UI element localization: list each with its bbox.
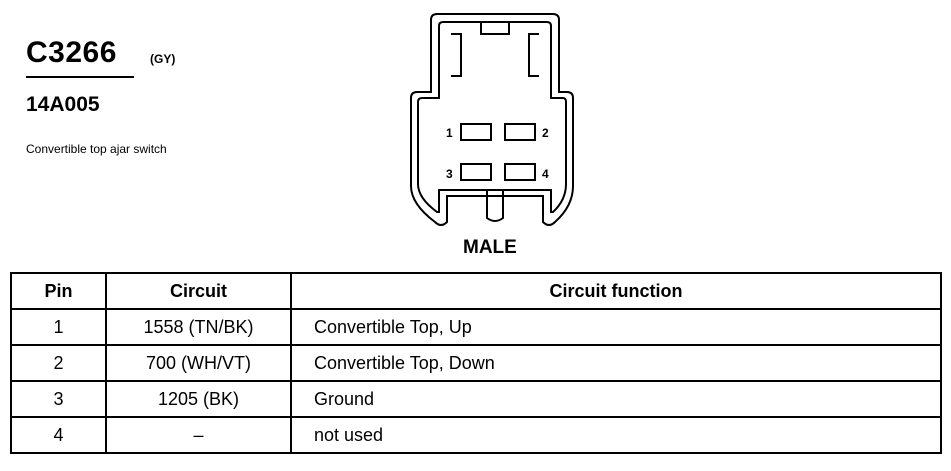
header-circuit-function: Circuit function: [290, 272, 942, 310]
title-rule: [26, 76, 134, 78]
cell-pin: 2: [10, 344, 107, 382]
housing-inner: [417, 21, 567, 213]
cell-pin: 3: [10, 380, 107, 418]
cavity-4: [504, 163, 536, 181]
terminal-cavities: [460, 123, 536, 181]
pin-label-2: 2: [542, 126, 549, 140]
cell-function: Ground: [290, 380, 942, 418]
latch-tab: [480, 21, 510, 35]
header-circuit: Circuit: [105, 272, 292, 310]
cell-circuit: 1205 (BK): [105, 380, 292, 418]
table-row: 2 700 (WH/VT) Convertible Top, Down: [10, 344, 942, 382]
lock-slot-right: [528, 33, 539, 77]
table-row: 1 1558 (TN/BK) Convertible Top, Up: [10, 308, 942, 346]
pin-label-3: 3: [446, 167, 453, 181]
connector-description: Convertible top ajar switch: [26, 142, 167, 156]
connector-housing: [410, 13, 574, 226]
table-row: 4 – not used: [10, 416, 942, 454]
cell-pin: 1: [10, 308, 107, 346]
part-number: 14A005: [26, 93, 100, 116]
connector-id: C3266: [26, 36, 117, 69]
pin-table: Pin Circuit Circuit function 1 1558 (TN/…: [10, 272, 942, 454]
connector-face-diagram: 1 2 3 4: [410, 13, 574, 226]
cavity-1: [460, 123, 492, 141]
cavity-3: [460, 163, 492, 181]
cell-pin: 4: [10, 416, 107, 454]
cell-circuit: –: [105, 416, 292, 454]
pin-label-4: 4: [542, 167, 549, 181]
header-pin: Pin: [10, 272, 107, 310]
cell-circuit: 700 (WH/VT): [105, 344, 292, 382]
pin-label-1: 1: [446, 126, 453, 140]
connector-color-code: (GY): [150, 52, 176, 66]
cell-function: Convertible Top, Down: [290, 344, 942, 382]
housing-outer: [410, 13, 574, 226]
cell-circuit: 1558 (TN/BK): [105, 308, 292, 346]
cell-function: Convertible Top, Up: [290, 308, 942, 346]
table-row: 3 1205 (BK) Ground: [10, 380, 942, 418]
cavity-2: [504, 123, 536, 141]
connector-gender: MALE: [463, 237, 517, 258]
lock-slot-left: [451, 33, 462, 77]
table-header-row: Pin Circuit Circuit function: [10, 272, 942, 310]
cell-function: not used: [290, 416, 942, 454]
bottom-key: [486, 190, 504, 222]
